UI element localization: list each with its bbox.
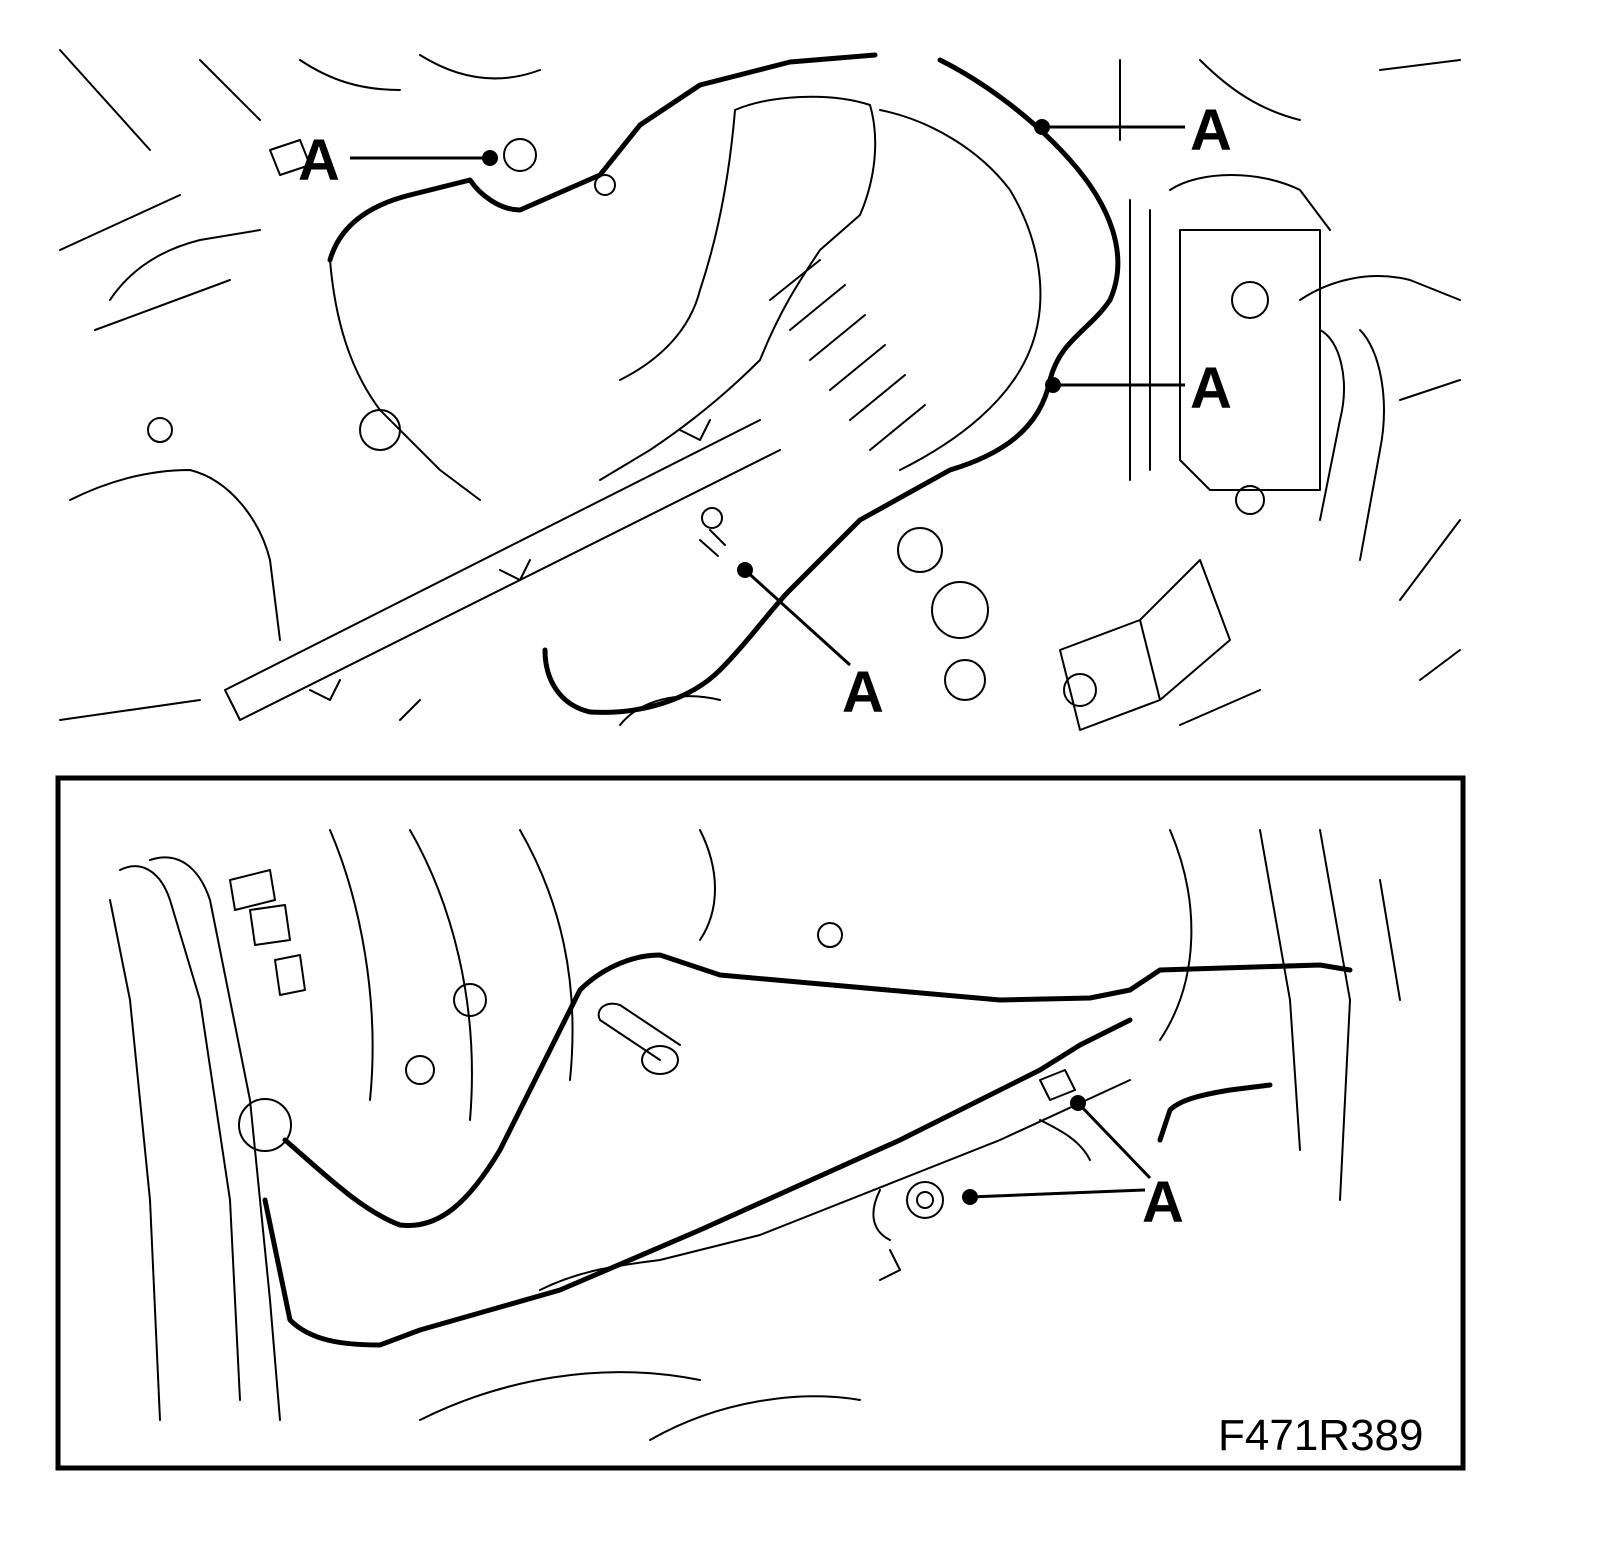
bottom-view: A F471R389 xyxy=(55,775,1466,1471)
top-view: A A A A xyxy=(59,49,1461,731)
shield-clip xyxy=(1039,1069,1076,1101)
bar-clips xyxy=(309,419,711,701)
engine-cover-outline xyxy=(327,52,1121,715)
callout-leaders-bottom xyxy=(962,1095,1152,1205)
callout-a-top-left: A xyxy=(298,128,340,193)
callout-a-bottom-view: A xyxy=(1142,1170,1184,1235)
heat-shield xyxy=(879,109,1042,471)
detail-frame xyxy=(55,775,1466,1471)
abs-unit xyxy=(1179,229,1321,515)
support-bar xyxy=(224,419,781,721)
bracket-box xyxy=(1059,559,1231,731)
top-bolt xyxy=(503,138,616,196)
figure-code: F471R389 xyxy=(1218,1411,1423,1460)
top-background-lines xyxy=(59,49,1461,726)
callout-a-bottom-mid: A xyxy=(842,660,884,725)
left-hose xyxy=(59,194,281,641)
bottom-shield-edge xyxy=(539,1079,1131,1291)
callout-a-top-right: A xyxy=(1190,98,1232,163)
callout-leaders-top xyxy=(350,119,1185,667)
brake-lines xyxy=(1129,174,1461,561)
stud-bolt xyxy=(699,507,726,557)
callout-a-mid-right: A xyxy=(1190,356,1232,421)
left-pipe xyxy=(109,856,281,1421)
bottom-bolt xyxy=(872,1181,944,1241)
intake-ribs xyxy=(769,259,926,451)
lower-bolts xyxy=(897,527,1097,707)
intake-housing xyxy=(599,95,877,481)
left-fitting xyxy=(229,869,306,1152)
left-fittings xyxy=(147,139,401,451)
locating-pin xyxy=(597,1002,681,1075)
engine-cover-inner xyxy=(329,259,481,501)
bottom-background-lines xyxy=(329,829,1401,1441)
bottom-shield-outline xyxy=(262,952,1353,1348)
